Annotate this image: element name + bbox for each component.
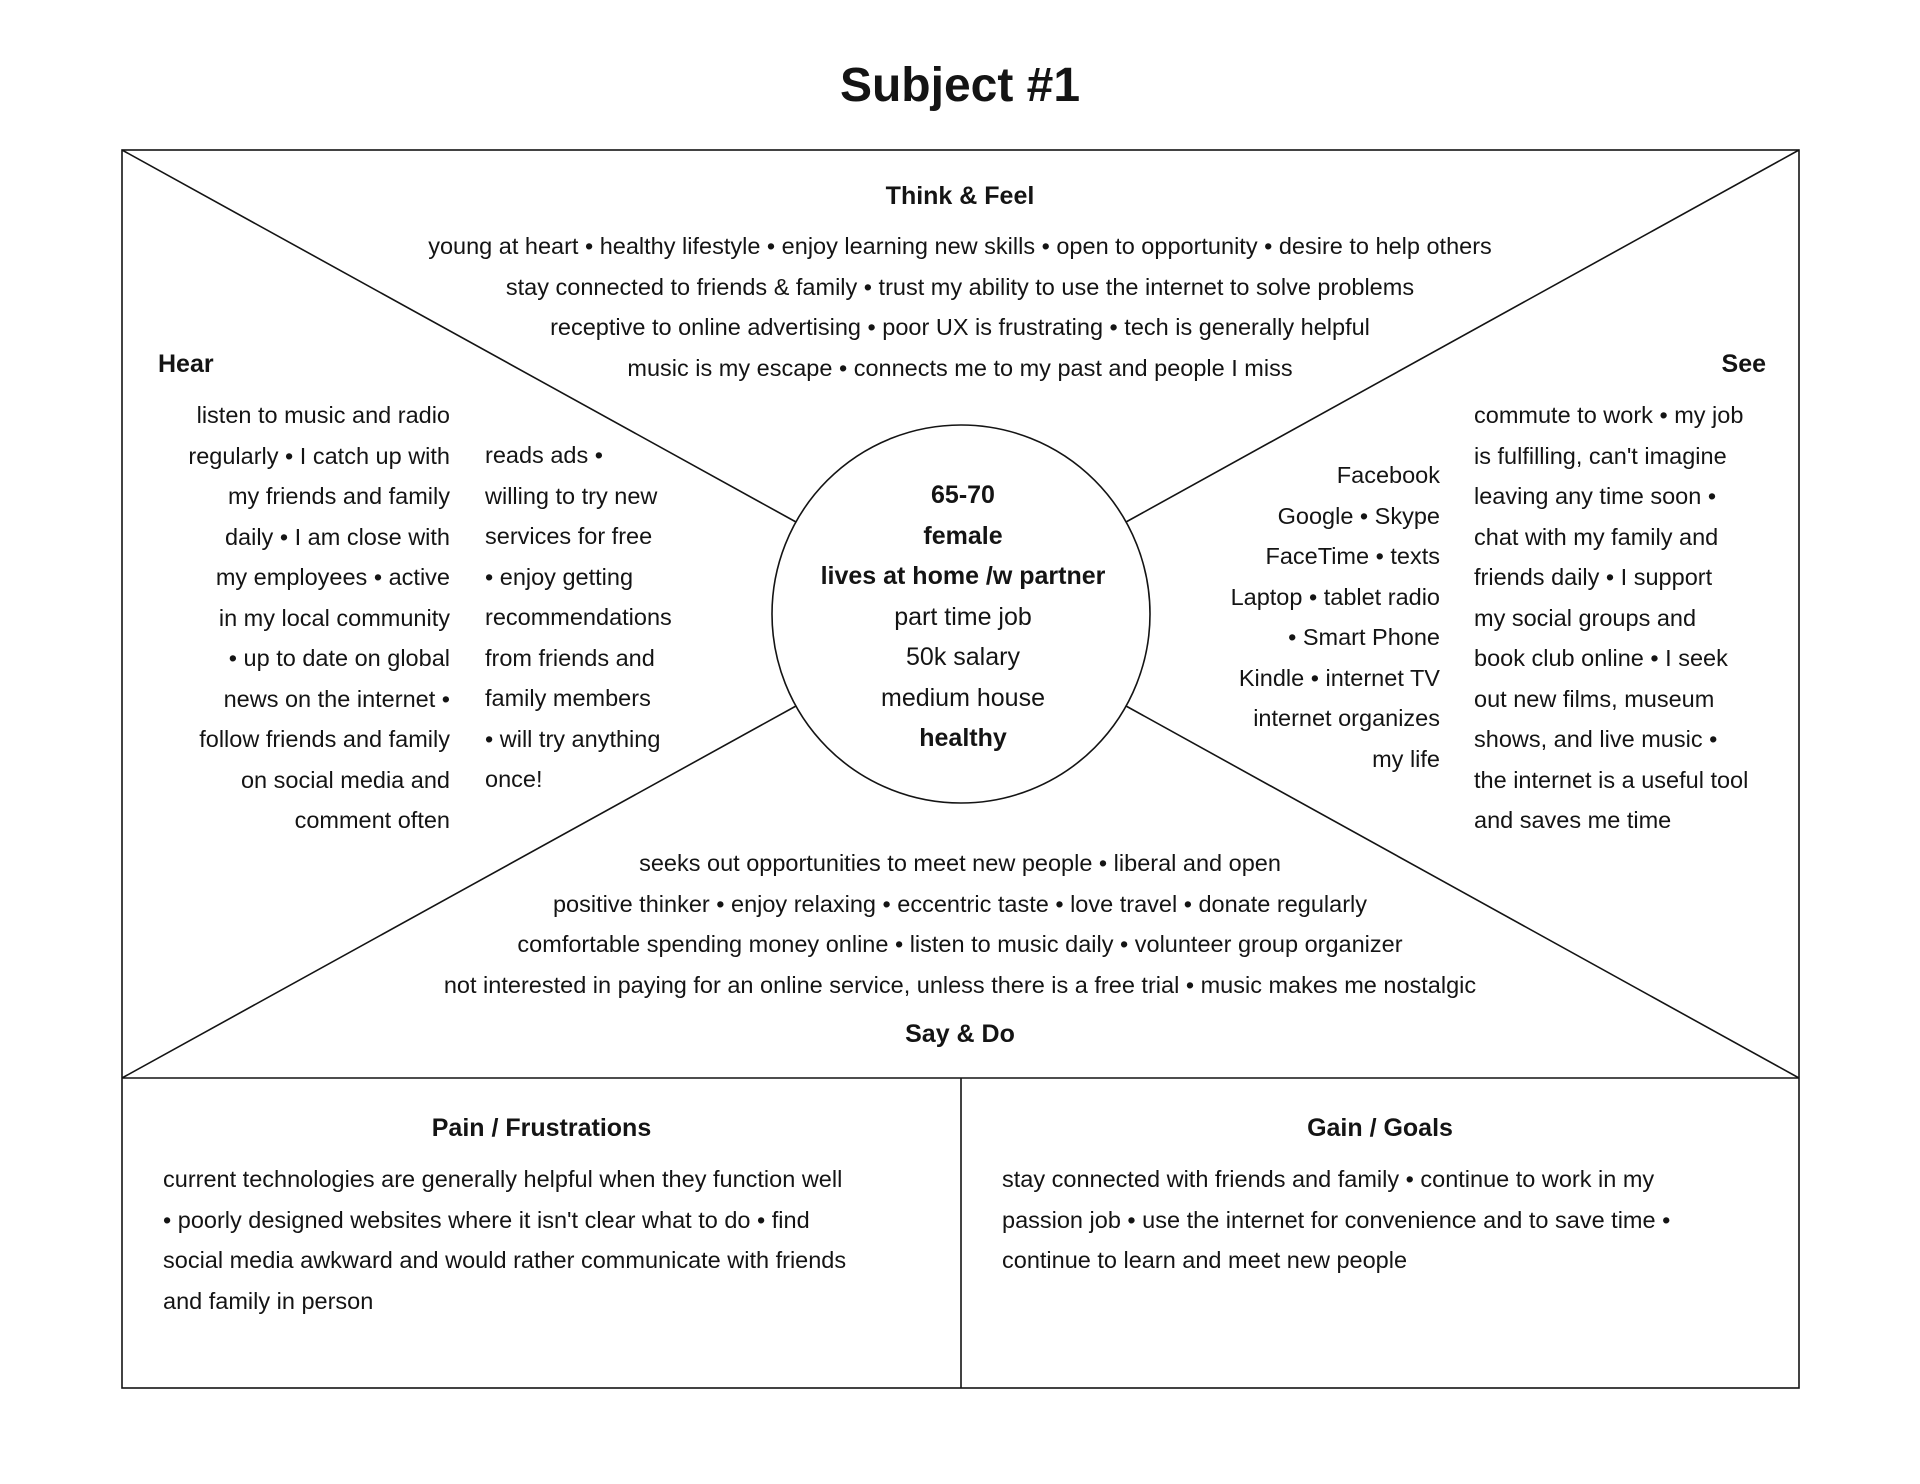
profile-gender: female (923, 521, 1003, 550)
see-text-primary: Facebook Google • Skype FaceTime • texts… (1180, 455, 1440, 779)
see-line: out new films, museum (1474, 685, 1715, 712)
hear-line: from friends and (485, 644, 655, 671)
see-line: internet organizes (1253, 705, 1440, 731)
profile-house: medium house (881, 683, 1045, 712)
hear-text-secondary: reads ads • willing to try new services … (485, 435, 715, 800)
see-line: book club online • I seek (1474, 645, 1728, 671)
see-line: Facebook (1336, 462, 1440, 488)
hear-line: in my local community (218, 604, 450, 631)
hear-line: recommendations (485, 604, 672, 630)
see-line: is fulfilling, can't imagine (1474, 442, 1727, 469)
hear-line: once! (485, 766, 543, 792)
diagonal-top-left (121, 149, 797, 523)
see-line: Kindle • internet TV (1238, 664, 1440, 691)
hear-line: on social media and (240, 766, 450, 793)
see-heading: See (1721, 350, 1766, 378)
see-line: my social groups and (1474, 604, 1697, 631)
hear-line: • will try anything (485, 725, 661, 752)
think-feel-line: young at heart • healthy lifestyle • enj… (428, 233, 1492, 259)
hear-line: listen to music and radio (196, 402, 450, 428)
hear-line: willing to try new (485, 482, 658, 509)
pain-line: current technologies are generally helpf… (163, 1166, 843, 1192)
think-feel-line: receptive to online advertising • poor U… (550, 314, 1370, 340)
hear-heading: Hear (158, 350, 214, 378)
pain-line: social media awkward and would rather co… (163, 1247, 847, 1273)
think-feel-heading: Think & Feel (885, 182, 1035, 210)
gain-heading: Gain / Goals (1307, 1114, 1453, 1142)
hear-text-primary: listen to music and radio regularly • I … (140, 395, 450, 841)
diagonal-bottom-right (1125, 705, 1800, 1079)
say-do-line: seeks out opportunities to meet new peop… (639, 850, 1281, 876)
say-do-line: positive thinker • enjoy relaxing • ecce… (552, 890, 1368, 917)
profile-salary: 50k salary (906, 643, 1020, 671)
profile-summary: 65-70 female lives at home /w partner pa… (778, 475, 1148, 759)
hear-line: regularly • I catch up with (188, 442, 450, 469)
profile-age: 65-70 (931, 481, 995, 509)
see-line: chat with my family and (1474, 523, 1719, 550)
gain-text: stay connected with friends and family •… (1002, 1159, 1782, 1281)
hear-line: my employees • active (215, 564, 450, 590)
say-do-line: comfortable spending money online • list… (517, 931, 1403, 957)
see-line: commute to work • my job (1474, 402, 1744, 428)
see-line: FaceTime • texts (1265, 543, 1440, 569)
gain-line: passion job • use the internet for conve… (1002, 1206, 1671, 1233)
see-text-secondary: commute to work • my job is fulfilling, … (1474, 395, 1794, 841)
pain-line: • poorly designed websites where it isn'… (163, 1206, 810, 1233)
hear-line: news on the internet • (223, 685, 450, 712)
see-line: • Smart Phone (1288, 624, 1440, 650)
see-line: shows, and live music • (1474, 726, 1718, 752)
profile-living: lives at home /w partner (820, 562, 1106, 590)
see-line: and saves me time (1474, 807, 1672, 833)
hear-line: • enjoy getting (485, 563, 634, 590)
profile-circle (771, 424, 1151, 804)
see-line: my life (1372, 745, 1440, 772)
hear-line: reads ads • (485, 442, 603, 468)
pain-heading: Pain / Frustrations (431, 1114, 652, 1142)
hear-line: family members (485, 685, 651, 711)
page-title: Subject #1 (839, 59, 1081, 112)
see-line: the internet is a useful tool (1474, 766, 1749, 793)
think-feel-line: music is my escape • connects me to my p… (627, 354, 1293, 381)
see-line: friends daily • I support (1474, 564, 1713, 590)
diagonal-top-right (1125, 149, 1800, 523)
hear-line: • up to date on global (228, 645, 450, 671)
pain-line: and family in person (163, 1287, 374, 1314)
hear-line: comment often (294, 807, 450, 833)
see-line: leaving any time soon • (1474, 483, 1717, 509)
hear-line: services for free (485, 523, 653, 549)
say-do-line: not interested in paying for an online s… (443, 971, 1477, 998)
gain-line: continue to learn and meet new people (1002, 1247, 1408, 1273)
see-line: Google • Skype (1277, 502, 1440, 529)
hear-line: daily • I am close with (224, 523, 450, 550)
profile-health: healthy (919, 724, 1007, 752)
hear-line: follow friends and family (199, 726, 450, 752)
pain-text: current technologies are generally helpf… (163, 1159, 943, 1321)
see-line: Laptop • tablet radio (1230, 583, 1440, 610)
hear-line: my friends and family (227, 483, 450, 509)
think-feel-line: stay connected to friends & family • tru… (505, 273, 1415, 300)
profile-job: part time job (894, 602, 1032, 631)
diagonal-bottom-left (121, 705, 797, 1079)
think-feel-text: young at heart • healthy lifestyle • enj… (0, 226, 1920, 388)
say-do-heading: Say & Do (905, 1020, 1015, 1048)
say-do-text: seeks out opportunities to meet new peop… (0, 843, 1920, 1005)
gain-line: stay connected with friends and family •… (1002, 1166, 1655, 1192)
